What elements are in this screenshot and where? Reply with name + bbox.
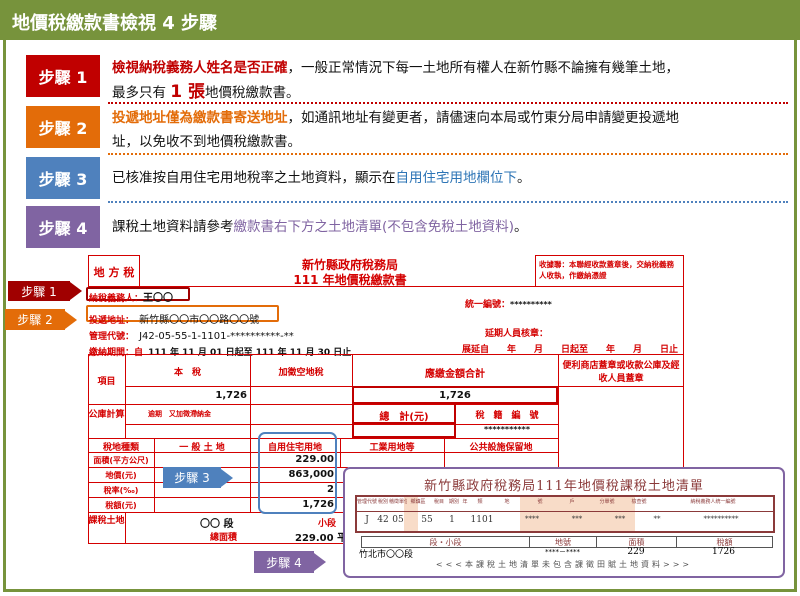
list-header: 分單號 <box>599 499 615 505</box>
list-header: 年 <box>462 499 468 505</box>
self-use-highlight <box>258 432 337 514</box>
list-header: 稅目 <box>433 499 444 505</box>
step-3-pointer: 步驟 3 <box>163 467 233 488</box>
section-name: 〇〇 段 <box>200 519 234 530</box>
step-1-text: 檢視納稅義務人姓名是否正確，一般正常情況下每一土地所有權人在新竹縣不論擁有幾筆土… <box>112 60 679 102</box>
management-code: 管理代號： J42-05-55-1-1101-**********-** <box>89 331 294 342</box>
stamp-area-label: 便利商店蓋章或收款公庫及經收人員蓋章 <box>562 361 680 384</box>
list-header: 檢查號 <box>631 499 647 505</box>
list-header: 納稅義務人統一編號 <box>690 499 736 505</box>
step-3-text: 已核准按自用住宅用地稅率之土地資料，顯示在自用住宅用地欄位下。 <box>112 170 531 186</box>
step-1-badge: 步驟 1 <box>26 55 100 97</box>
extension-stamp: 延期人員核章： <box>485 329 549 339</box>
list-header: 號 <box>537 499 543 505</box>
grand-total-label: 總 計(元) <box>379 412 429 423</box>
cell: ****－**** <box>545 548 580 556</box>
step-2-text: 投遞地址僅為繳款書寄送地址，如通訊地址有變更者，請儘速向本局或竹東分局申請變更投… <box>112 110 679 150</box>
land-list: 新竹縣政府稅務局111年地價稅課稅土地清單 管理代號稅別稽徵單位鄉鎮區 稅目期別年… <box>343 467 785 578</box>
self-use-value: 1,726 <box>302 499 334 510</box>
list-header: 鄉鎮區 <box>410 499 426 505</box>
taxpayer: 納稅義務人：王〇〇 <box>89 293 174 304</box>
land-list-note: <<<本課稅土地清單未包含課徵田賦土地資料>>> <box>435 560 693 569</box>
step-3-badge: 步驟 3 <box>26 157 100 199</box>
cell: 竹北市〇〇段 <box>359 550 414 560</box>
base-tax-value: 1,726 <box>215 390 247 401</box>
step-1-pointer: 步驟 1 <box>8 281 82 301</box>
agency: 新竹縣政府稅務局 <box>301 258 398 272</box>
list-header: 管理代號 <box>357 499 377 505</box>
payment-period: 繳納期間：自 111 年 11 月 01 日起至 111 年 11 月 30 日… <box>89 348 352 358</box>
list-value: ********** <box>703 515 739 523</box>
list-value: 05 <box>392 515 404 525</box>
step-2-pointer: 步驟 2 <box>5 309 77 330</box>
tax-type: 地 方 稅 <box>88 255 140 287</box>
list-header: 稅別 <box>377 499 388 505</box>
land-row-label: 稅率(‰) <box>103 486 139 495</box>
land-type-header: 稅地種類 <box>102 443 139 453</box>
vacant-tax-label: 加徵空地稅 <box>278 368 324 378</box>
page-title: 地價稅繳款書檢視 4 步驟 <box>0 0 800 40</box>
land-type-header: 公共設施保留地 <box>469 443 533 453</box>
land-row-label: 面積(平方公尺) <box>93 456 149 465</box>
tax-id-label: 稅 籍 編 號 <box>475 411 539 421</box>
overdue-label: 逾期 又加徵滯納金 <box>148 410 211 418</box>
self-use-value: 2 <box>327 484 334 495</box>
list-value: 42 <box>377 515 389 525</box>
cell: 1726 <box>712 547 735 557</box>
list-header: 類 <box>477 499 483 505</box>
land-row-label: 稅額(元) <box>105 501 137 510</box>
list-value: ** <box>653 515 661 523</box>
column-header: 面積 <box>597 537 677 547</box>
divider <box>108 201 788 203</box>
taxable-land-label: 課稅土地 <box>88 516 125 526</box>
land-list-columns: 段・小段 地號 面積 稅額 <box>361 536 773 548</box>
list-value: **** <box>525 515 539 523</box>
tax-id-value: *********** <box>483 425 531 434</box>
land-type-header: 自用住宅用地 <box>267 443 322 453</box>
doc-title: 111 年地價稅繳款書 <box>293 273 407 287</box>
cell: 229 <box>627 547 645 557</box>
treasury-label: 公庫計算 <box>88 410 125 420</box>
self-use-value: 229.00 <box>295 454 334 465</box>
total-area-label: 總面積 <box>210 533 238 543</box>
total-area-value: 229.00 平 <box>295 533 348 544</box>
list-value: *** <box>571 515 583 523</box>
divider <box>108 102 788 104</box>
content-frame <box>3 40 797 592</box>
column-header: 地號 <box>530 537 597 547</box>
list-header: 地 <box>504 499 510 505</box>
total-due-label: 應繳金額合計 <box>425 369 485 380</box>
step-4-pointer: 步驟 4 <box>254 551 326 573</box>
list-value: *** <box>614 515 626 523</box>
divider <box>108 153 788 155</box>
list-value: 1101 <box>470 515 494 525</box>
list-value: 55 <box>421 515 433 525</box>
list-value: J <box>365 515 369 525</box>
land-row-label: 地價(元) <box>105 471 137 480</box>
unified-id: 統一編號：********** <box>465 300 552 310</box>
receipt-note: 收據聯：本聯經收款蓋章後，交納稅義務人收執，作繳納憑證 <box>535 255 684 287</box>
land-list-title: 新竹縣政府稅務局111年地價稅課稅土地清單 <box>424 479 704 494</box>
step-4-badge: 步驟 4 <box>26 206 100 248</box>
extension-period: 展延自 年 月 日起至 年 月 日止 <box>461 345 678 355</box>
base-tax-label: 本 稅 <box>173 368 201 378</box>
land-list-row: 竹北市〇〇段 ****－**** 229 1726 <box>359 547 771 560</box>
land-type-header: 一 般 土 地 <box>179 443 225 453</box>
item-label: 項目 <box>97 377 116 387</box>
step-4-text: 課稅土地資料請參考繳款書右下方之土地清單(不包含免稅土地資料)。 <box>112 219 528 235</box>
list-header: 戶 <box>569 499 575 505</box>
total-due-value: 1,726 <box>439 390 471 401</box>
mailing-address: 投遞地址： 新竹縣〇〇市〇〇路〇〇號 <box>89 315 260 326</box>
self-use-value: 863,000 <box>288 469 334 480</box>
column-header: 稅額 <box>716 538 733 547</box>
land-type-header: 工業用地等 <box>369 443 415 453</box>
column-header: 段・小段 <box>362 537 530 547</box>
list-header: 期別 <box>449 499 459 505</box>
list-header: 稽徵單位 <box>389 499 407 505</box>
subsection-label: 小段 <box>318 519 337 529</box>
list-value: 1 <box>449 515 455 525</box>
step-2-badge: 步驟 2 <box>26 106 100 148</box>
